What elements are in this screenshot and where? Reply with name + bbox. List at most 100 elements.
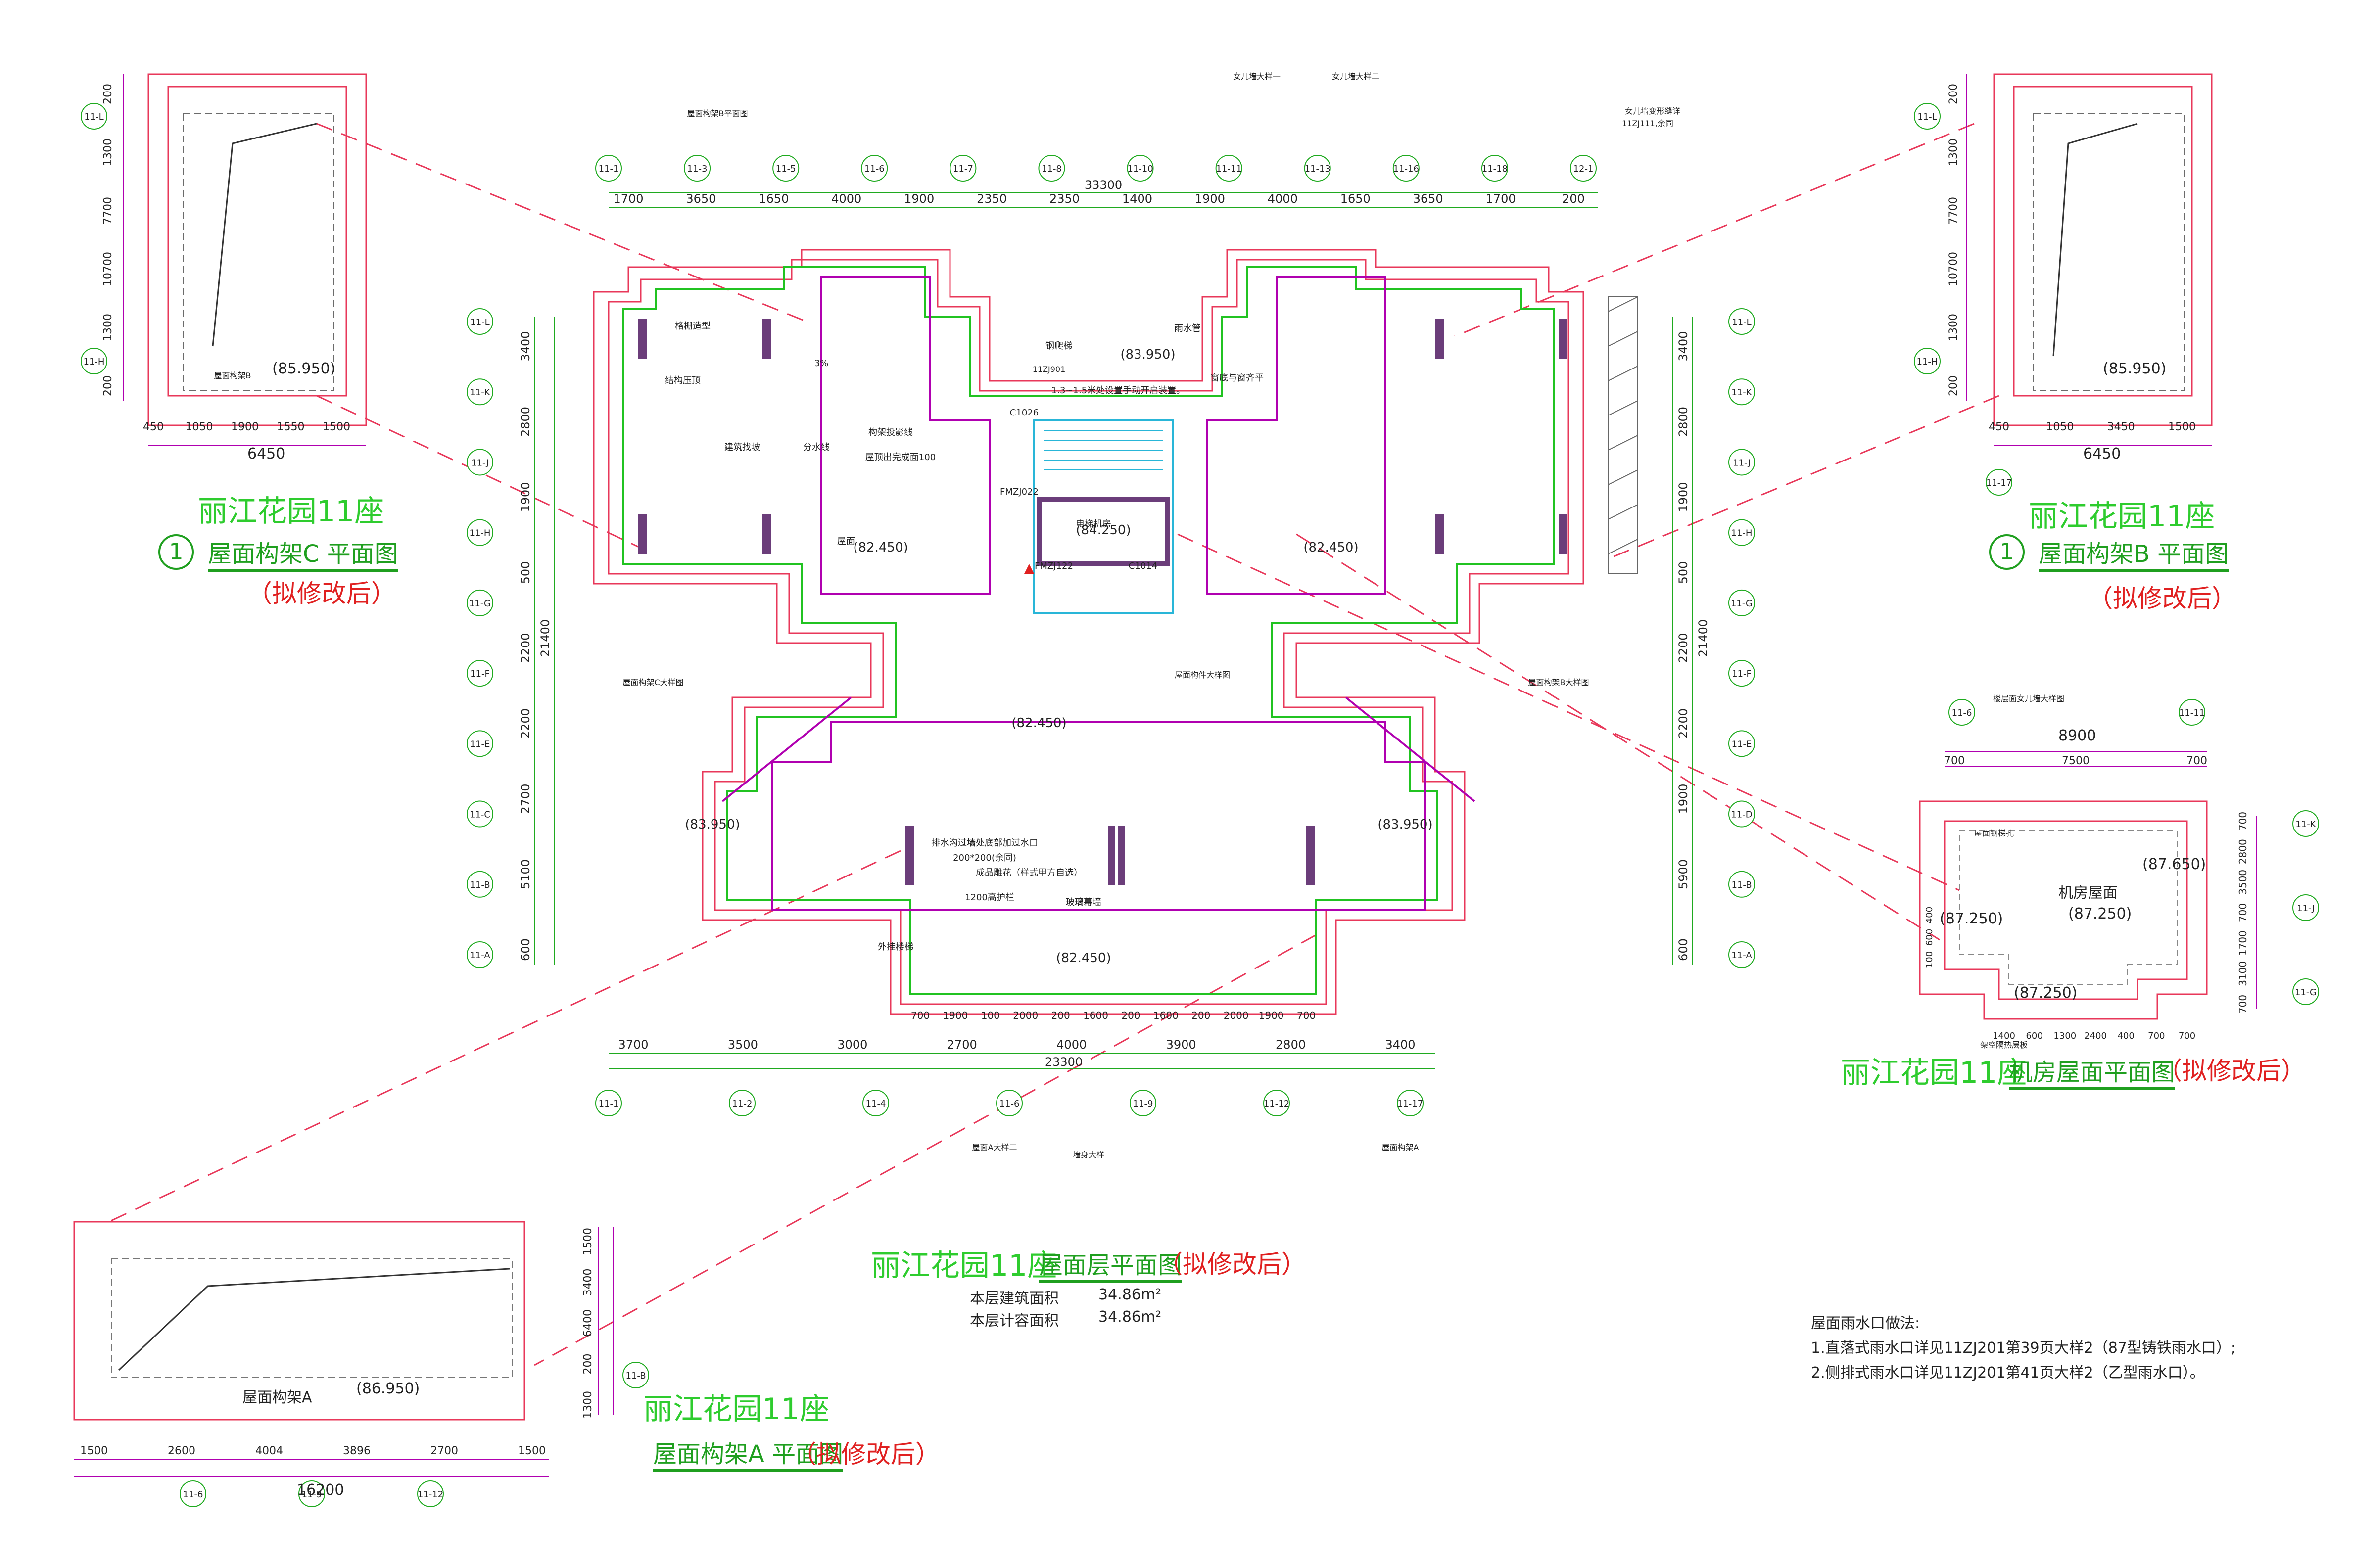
axis-label: 11-K [470,387,490,398]
plan-b-vdim: 1300 [1948,138,1960,166]
axis-label: 11-L [1732,317,1751,327]
top-dim: 4000 [1268,192,1298,206]
left-axis-11-C: 11-C [467,800,493,828]
machine-elev-2: (87.250) [1940,910,2003,927]
left-axis-11-F: 11-F [467,660,493,687]
bottom-dim: 3700 [618,1038,648,1052]
axis-label: 11-13 [1305,164,1330,174]
right-axis-bubbles: 11-L11-K11-J11-H11-G11-F11-E11-D11-B11-A [1728,308,1755,968]
top-axis-11-16: 11-16 [1392,155,1420,182]
detail-reference: 11ZJ901 [1033,365,1066,374]
plan-c-hdim: 450 [143,421,164,433]
plan-label: 分水线 [803,442,830,453]
top-dim: 3650 [686,192,716,206]
plan-a-status: （拟修改后） [792,1440,940,1469]
area-value-1: 34.86m² [1098,1286,1162,1303]
plan-label: 3% [814,358,829,369]
machine-axis-right-1: 11-J [2292,894,2319,921]
axis-label: 11-1 [599,164,619,174]
main-plan-title: 丽江花园11座 [871,1248,1057,1283]
plan-c-vdim: 200 [102,375,114,396]
elevation-label: (82.450) [1011,716,1066,731]
left-dim: 1900 [519,482,532,512]
top-dim: 1900 [1195,192,1225,206]
elevation-label: (84.250) [1076,523,1131,538]
left-axis-11-H: 11-H [467,519,493,546]
plan-b-elevation: (85.950) [2103,360,2167,377]
detail-reference: 女儿墙变形缝详 [1625,106,1680,116]
machine-top-dim: 700 [2186,755,2207,767]
right-dim: 2200 [1676,708,1690,738]
axis-label: 11-C [470,810,490,820]
right-dim: 1900 [1676,784,1690,814]
machine-axis-right-0: 11-K [2292,810,2319,837]
plan-a-hdim: 2700 [430,1445,458,1457]
machine-label: 屋面钢梯孔 [1974,829,2014,838]
right-axis-11-K: 11-K [1728,378,1755,406]
axis-label: 11-2 [732,1099,753,1109]
plan-b-hdim: 1050 [2046,421,2074,433]
machine-elev-4: (87.250) [2014,984,2078,1002]
bottom-axis-11-2: 11-2 [729,1090,756,1116]
plan-b-number: 1 [1989,534,2025,570]
axis-label: 11-E [1732,739,1752,749]
right-dim: 2200 [1676,633,1690,663]
right-axis-11-H: 11-H [1728,519,1755,546]
plan-c-vdim: 7700 [102,197,114,225]
bottom-upper-dim: 200 [1051,1010,1070,1021]
plan-c-axes: 11-L11-H [81,103,107,374]
drain-notes-heading: 屋面雨水口做法: [1811,1315,1920,1332]
left-axis-11-J: 11-J [467,449,493,476]
top-axis-11-11: 11-11 [1215,155,1242,182]
left-dim: 5100 [519,859,532,889]
axis-label: 11-B [625,1371,646,1381]
machine-right-dim: 2800 [2237,839,2249,864]
machine-left-dim: 600 [1924,929,1935,946]
machine-bottom-dim: 700 [2179,1031,2195,1041]
top-dim: 2350 [1049,192,1080,206]
left-dim: 500 [519,561,532,584]
plan-machine-subtitle: 机房屋面平面图 [2009,1053,2176,1090]
plan-b-hdim: 1500 [2168,421,2196,433]
machine-top-dim: 700 [1944,755,1965,767]
machine-right-dim: 700 [2237,812,2249,830]
plan-a-vdim: 3400 [582,1269,594,1296]
axis-label: 11-K [2295,819,2316,830]
plan-b-hdim: 450 [1989,421,2009,433]
dim-lines [534,192,1693,1069]
axis-label: 11-17 [1397,1099,1423,1109]
plan-a-total: 16200 [297,1481,344,1499]
detail-reference: 屋面构件大样图 [1175,670,1230,680]
axis-label: 11-12 [418,1489,443,1500]
plan-machine-status: （拟修改后） [2157,1057,2306,1085]
plan-b-subtitle: 屋面构架B 平面图 [2039,534,2229,572]
axis-label: 11-G [2295,987,2317,998]
drain-notes-line-2: 2.侧排式雨水口详见11ZJ201第41页大样2（乙型雨水口）。 [1811,1364,2205,1382]
left-dim: 2200 [519,708,532,738]
axis-label: 11-A [470,950,490,961]
machine-right-dim: 700 [2237,903,2249,922]
top-axis-11-8: 11-8 [1038,155,1065,182]
plan-c-title: 丽江花园11座 [198,494,384,529]
plan-a-label: 屋面构架A [242,1389,312,1406]
right-axis-11-E: 11-E [1728,730,1755,757]
machine-elev-1: (87.650) [2142,856,2206,873]
elevation-label: (83.950) [685,817,740,832]
machine-left-dim: 400 [1924,907,1935,923]
left-dim: 600 [519,938,532,961]
bottom-axis-11-6: 11-6 [996,1090,1023,1116]
machine-right-dim: 1700 [2237,930,2249,956]
right-axis-11-F: 11-F [1728,660,1755,687]
top-axis-11-13: 11-13 [1304,155,1331,182]
bottom-upper-dim: 1900 [1259,1010,1284,1021]
left-axis-11-E: 11-E [467,730,493,757]
axis-label: 11-18 [1482,164,1508,174]
